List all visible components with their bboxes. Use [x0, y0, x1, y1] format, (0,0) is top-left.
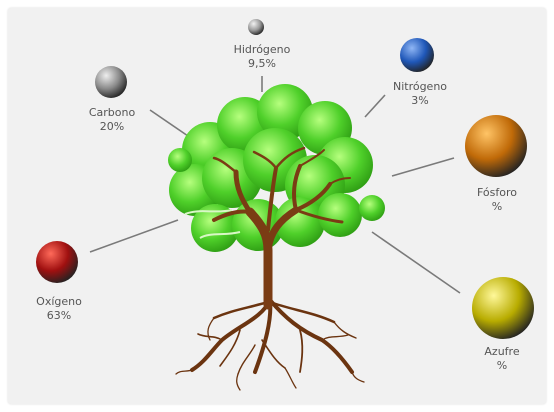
label-fosforo-value: % — [477, 200, 517, 214]
label-nitrogeno-name: Nitrógeno — [393, 80, 447, 94]
connector-nitrogeno — [365, 95, 385, 117]
tree-roots — [176, 300, 364, 390]
label-carbono-value: 20% — [89, 120, 135, 134]
label-azufre-value: % — [484, 359, 519, 373]
label-hidrogeno-value: 9,5% — [234, 57, 291, 71]
label-carbono-name: Carbono — [89, 106, 135, 120]
connector-azufre — [372, 232, 460, 293]
label-hidrogeno-name: Hidrógeno — [234, 43, 291, 57]
label-hidrogeno: Hidrógeno 9,5% — [234, 43, 291, 71]
label-fosforo: Fósforo % — [477, 186, 517, 214]
label-oxigeno: Oxígeno 63% — [36, 295, 82, 323]
label-oxigeno-name: Oxígeno — [36, 295, 82, 309]
sphere-hidrogeno — [248, 19, 264, 35]
sphere-oxigeno — [36, 241, 78, 283]
connector-carbono — [150, 110, 188, 136]
sphere-fosforo — [465, 115, 527, 177]
sphere-nitrogeno — [400, 38, 434, 72]
label-oxigeno-value: 63% — [36, 309, 82, 323]
sphere-carbono — [95, 66, 127, 98]
label-nitrogeno-value: 3% — [393, 94, 447, 108]
connector-fosforo — [392, 158, 454, 176]
label-azufre-name: Azufre — [484, 345, 519, 359]
label-azufre: Azufre % — [484, 345, 519, 373]
connector-oxigeno — [90, 220, 178, 252]
label-nitrogeno: Nitrógeno 3% — [393, 80, 447, 108]
sphere-azufre — [472, 277, 534, 339]
label-fosforo-name: Fósforo — [477, 186, 517, 200]
label-carbono: Carbono 20% — [89, 106, 135, 134]
